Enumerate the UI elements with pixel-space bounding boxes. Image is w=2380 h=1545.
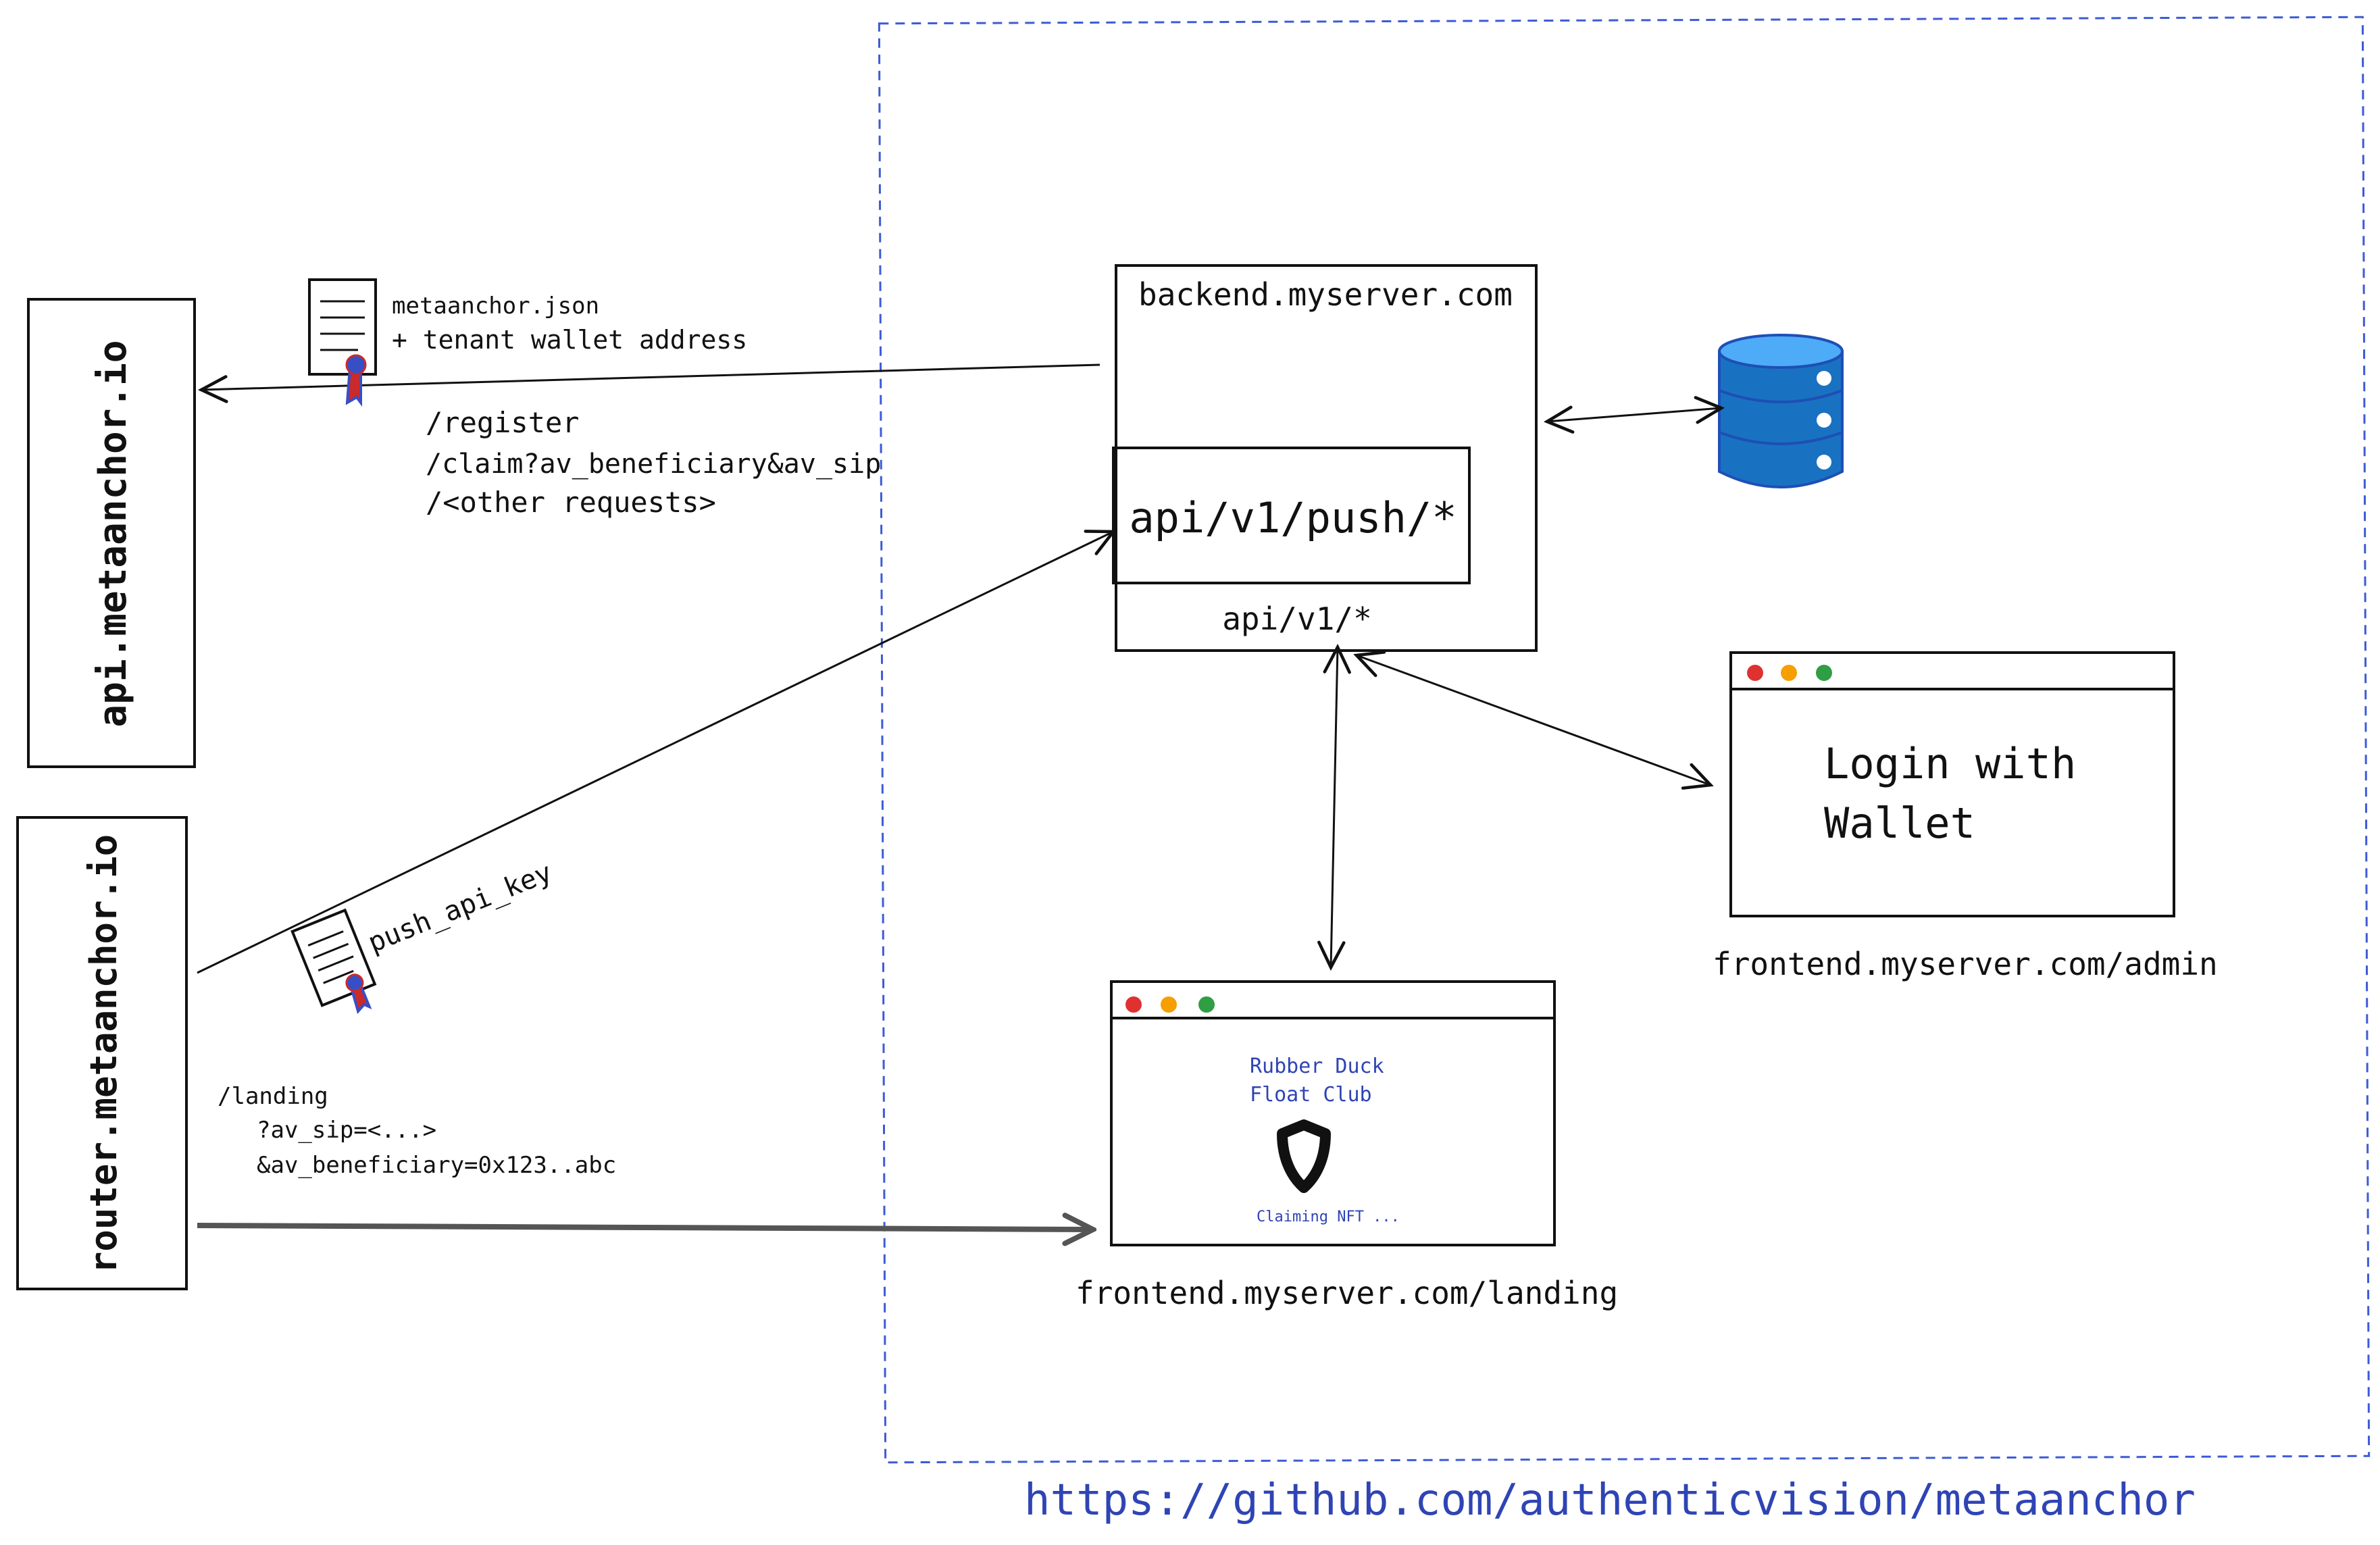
push-api-key-label: push_api_key (364, 857, 557, 959)
api-route-label: api/v1/* (1222, 601, 1372, 637)
landing-note-line1: /landing (218, 1083, 328, 1110)
window-maximize-dot (1816, 665, 1832, 681)
server-boundary (878, 16, 2371, 1464)
register-request-line2: /claim?av_beneficiary&av_sip (426, 449, 881, 480)
register-request-line3: /<other requests> (426, 486, 716, 519)
window-close-dot (1125, 996, 1142, 1013)
register-doc-line2: + tenant wallet address (392, 325, 747, 355)
window-maximize-dot (1198, 996, 1215, 1013)
landing-browser-window: Rubber Duck Float Club Claiming NFT ... (1110, 980, 1556, 1246)
landing-url-caption: frontend.myserver.com/landing (1075, 1275, 1618, 1311)
admin-login-line1: Login with (1824, 739, 2076, 788)
push-route-box (1112, 447, 1471, 584)
router-metaanchor-label: router.metaanchor.io (82, 834, 125, 1273)
register-request-line1: /register (426, 406, 580, 439)
repo-link[interactable]: https://github.com/authenticvision/metaa… (1024, 1475, 2196, 1525)
backend-title: backend.myserver.com (1138, 276, 1513, 313)
api-metaanchor-node: api.metaanchor.io (27, 298, 196, 768)
window-minimize-dot (1781, 665, 1797, 681)
push-edge (197, 532, 1113, 974)
api-metaanchor-label: api.metaanchor.io (91, 340, 135, 727)
landing-redirect-edge (197, 1225, 1093, 1230)
push-route-label: api/v1/push/* (1129, 493, 1457, 542)
admin-url-caption: frontend.myserver.com/admin (1713, 946, 2218, 982)
router-metaanchor-node: router.metaanchor.io (16, 816, 188, 1290)
register-doc-line1: metaanchor.json (392, 293, 599, 320)
window-close-dot (1747, 665, 1763, 681)
landing-note-line2: ?av_sip=<...> (257, 1117, 436, 1144)
window-minimize-dot (1161, 996, 1177, 1013)
database-icon (1718, 334, 1844, 488)
backend-admin-edge (1357, 655, 1711, 785)
backend-landing-edge (1331, 647, 1338, 967)
landing-status-text: Claiming NFT ... (1257, 1209, 1400, 1225)
db-edge (1547, 408, 1721, 422)
certificate-doc-icon (308, 278, 377, 407)
landing-brand-line1: Rubber Duck (1250, 1055, 1384, 1078)
landing-brand-line2: Float Club (1250, 1083, 1372, 1107)
backend-node: backend.myserver.com api/v1/push/* api/v… (1112, 264, 1538, 652)
landing-note-line3: &av_beneficiary=0x123..abc (257, 1152, 616, 1179)
admin-browser-window: Login with Wallet (1729, 651, 2175, 917)
admin-login-line2: Wallet (1824, 799, 1975, 848)
certificate-doc-icon (290, 908, 377, 1015)
shield-icon (1277, 1119, 1331, 1193)
